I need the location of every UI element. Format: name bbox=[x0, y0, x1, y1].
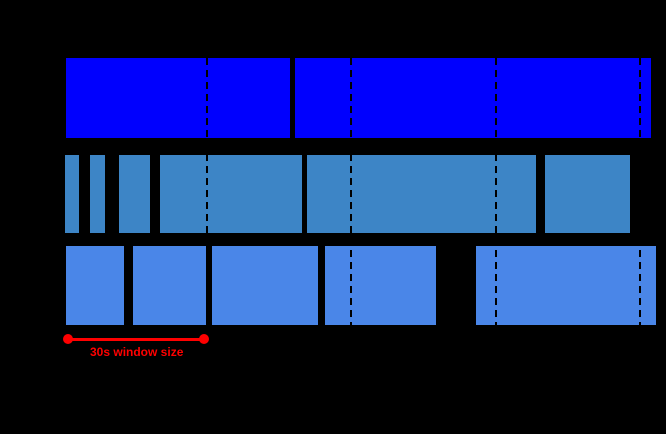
stream-segment bbox=[212, 246, 318, 325]
window-boundary-line bbox=[206, 58, 208, 325]
stream-segment bbox=[160, 155, 302, 233]
window-boundary-line bbox=[350, 58, 352, 325]
arrow-left-endpoint-icon bbox=[63, 334, 73, 344]
event-stream-row-stream-1 bbox=[0, 58, 666, 138]
event-stream-row-stream-2 bbox=[0, 155, 666, 233]
stream-segment bbox=[295, 58, 651, 138]
stream-segment bbox=[476, 246, 656, 325]
stream-segment bbox=[66, 246, 124, 325]
arrow-right-endpoint-icon bbox=[199, 334, 209, 344]
stream-segment bbox=[90, 155, 105, 233]
stream-segment bbox=[65, 155, 79, 233]
window-size-label: 30s window size bbox=[90, 345, 184, 359]
stream-segment bbox=[119, 155, 150, 233]
stream-segment bbox=[66, 58, 290, 138]
window-boundary-line bbox=[495, 58, 497, 325]
arrow-line bbox=[65, 338, 207, 341]
window-boundary-line bbox=[639, 58, 641, 325]
stream-segment bbox=[325, 246, 436, 325]
stream-segment bbox=[133, 246, 206, 325]
stream-segment bbox=[545, 155, 630, 233]
event-stream-row-stream-3 bbox=[0, 246, 666, 325]
stream-segment bbox=[307, 155, 536, 233]
